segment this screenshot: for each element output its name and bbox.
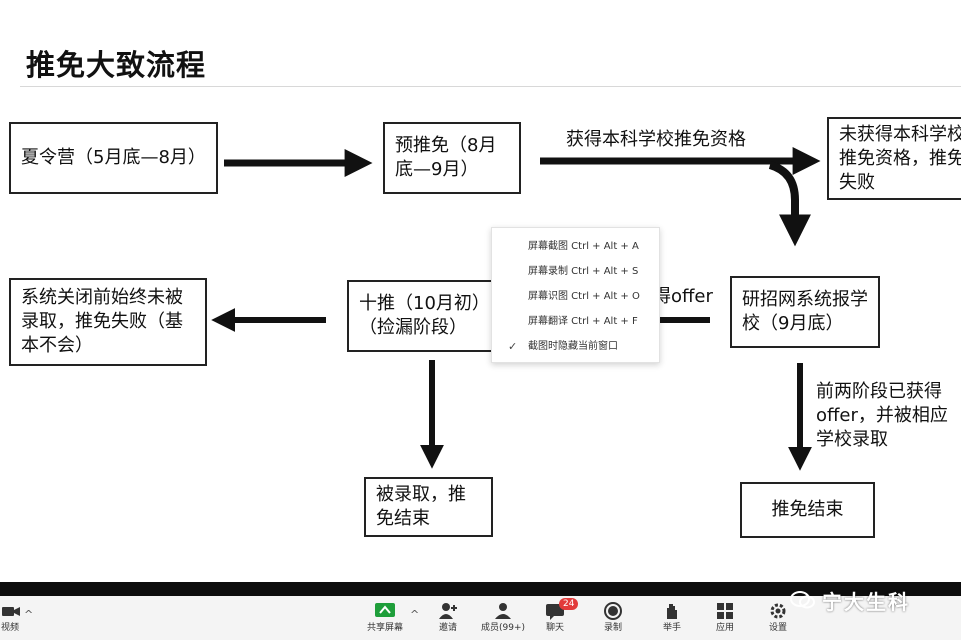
box-pre-recommend: 预推免（8月底—9月）: [383, 122, 521, 194]
label-got-qualification: 获得本科学校推免资格: [566, 129, 746, 150]
chat-button[interactable]: 24 聊天: [533, 596, 579, 640]
box-closed-not-admitted: 系统关闭前始终未被录取，推免失败（基本不会）: [9, 278, 207, 366]
members-icon: [495, 603, 511, 619]
video-options-chevron-icon[interactable]: ^: [24, 608, 34, 621]
add-user-icon: [439, 603, 457, 619]
members-button[interactable]: 成员(99+): [478, 596, 528, 640]
share-screen-icon: [375, 603, 395, 617]
share-options-chevron-icon[interactable]: ^: [410, 608, 420, 621]
flow-arrows: [211, 147, 821, 471]
slide-title: 推免大致流程: [26, 48, 207, 82]
camera-icon: [2, 607, 20, 616]
menu-item-screen-record[interactable]: 屏幕录制 Ctrl + Alt + S: [528, 266, 639, 277]
menu-item-screen-capture[interactable]: 屏幕截图 Ctrl + Alt + A: [528, 241, 639, 252]
screen-share-border: [0, 582, 961, 596]
wechat-watermark: 宁大生科: [790, 585, 910, 615]
record-icon: [604, 602, 622, 620]
screenshot-context-menu: 屏幕截图 Ctrl + Alt + A 屏幕录制 Ctrl + Alt + S …: [491, 227, 660, 363]
box-summer-camp: 夏令营（5月底—8月）: [9, 122, 218, 194]
settings-button[interactable]: 设置: [756, 596, 800, 640]
check-icon: ✓: [508, 340, 518, 353]
wechat-icon: [790, 591, 815, 609]
chat-unread-badge: 24: [559, 598, 579, 610]
box-yanzhao-apply: 研招网系统报学校（9月底）: [730, 276, 880, 348]
label-not-offer-partial: 得offer: [653, 286, 713, 307]
arrow-pre-to-yanzhao: [768, 161, 811, 247]
menu-item-screen-ocr[interactable]: 屏幕识图 Ctrl + Alt + O: [528, 291, 640, 302]
menu-item-hide-window[interactable]: ✓ 截图时隐藏当前窗口: [492, 334, 659, 359]
record-button[interactable]: 录制: [591, 596, 635, 640]
gear-icon: [770, 603, 786, 619]
box-ten-push: 十推（10月初）（捡漏阶段）: [347, 280, 504, 352]
apps-icon: [717, 603, 733, 619]
box-not-qualified: 未获得本科学校推免资格，推免失败: [827, 117, 961, 200]
meeting-toolbar: 视频 ^ 共享屏幕 ^ 邀请 成员(99+) 24 聊天 录制 举手 应用 设置: [0, 596, 961, 640]
share-screen-button[interactable]: 共享屏幕: [363, 596, 407, 640]
invite-button[interactable]: 邀请: [426, 596, 470, 640]
box-admitted-end: 被录取，推免结束: [364, 477, 493, 537]
raise-hand-button[interactable]: 举手: [650, 596, 694, 640]
box-recommend-end: 推免结束: [740, 482, 875, 538]
hand-icon: [667, 604, 677, 619]
video-button[interactable]: 视频: [0, 596, 22, 640]
menu-item-screen-translate[interactable]: 屏幕翻译 Ctrl + Alt + F: [528, 316, 638, 327]
title-divider: [20, 86, 961, 87]
watermark-text: 宁大生科: [822, 589, 910, 614]
apps-button[interactable]: 应用: [703, 596, 747, 640]
label-prior-offer: 前两阶段已获得offer，并被相应学校录取: [816, 381, 948, 450]
presentation-slide: 推免大致流程 夏令营（5月底—8月） 预推免（8月底—9月） 未获得本科学校推免…: [9, 48, 961, 538]
